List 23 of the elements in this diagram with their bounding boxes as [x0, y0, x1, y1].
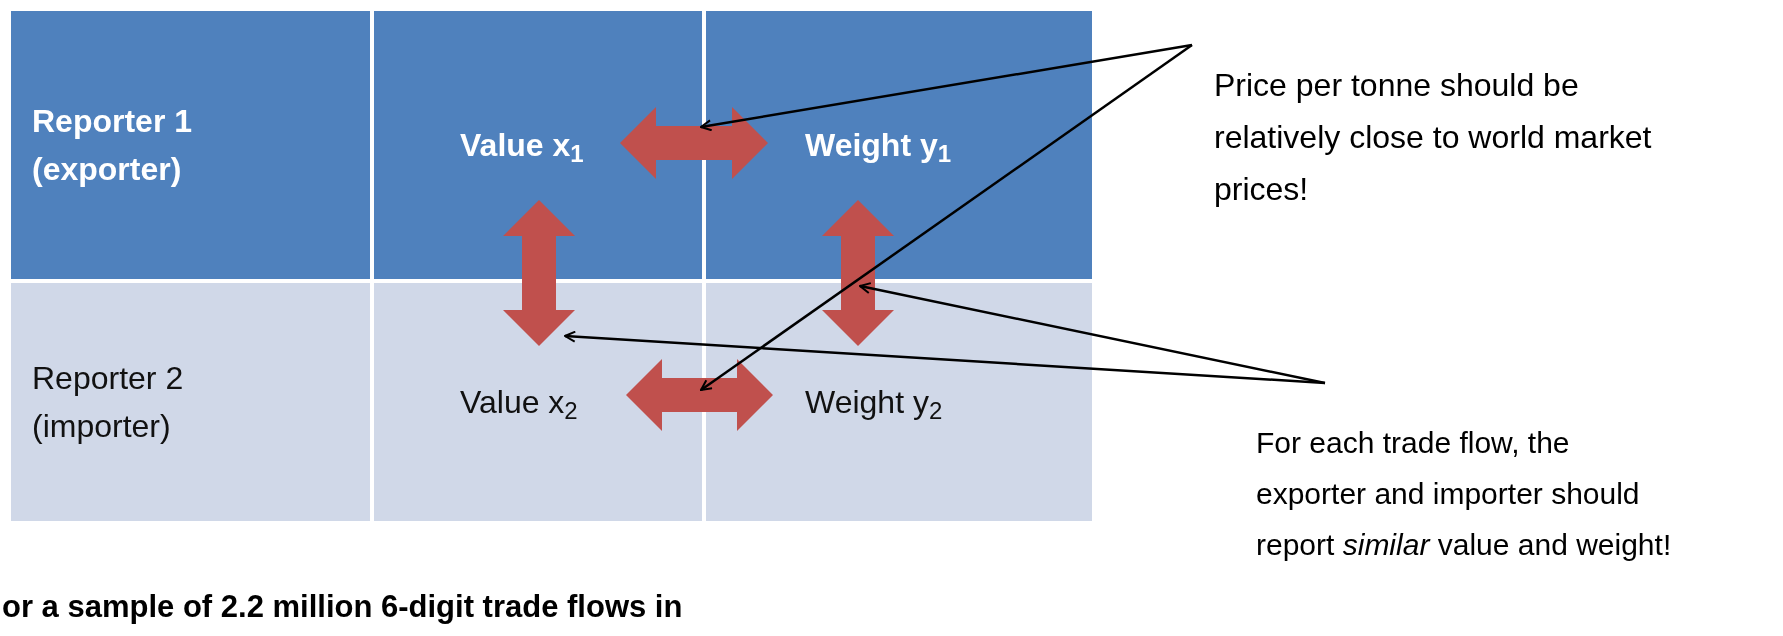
note-text: Price per tonne should be relatively close to world market prices! — [1214, 66, 1653, 209]
double-arrow — [620, 107, 768, 179]
table-cell — [706, 283, 1092, 521]
cell-text: Weight y$_{1}$ — [805, 126, 952, 169]
table-cell — [11, 283, 370, 521]
leader-line — [859, 282, 1326, 385]
table-cell — [374, 283, 702, 521]
cell-text: Reporter 2 (importer) — [32, 359, 185, 446]
table-cell — [706, 11, 1092, 279]
leader-line — [564, 330, 1326, 385]
note-text: For each trade flow, the exporter and importer should report similar value and weight! — [1256, 425, 1673, 563]
table-cell — [374, 11, 702, 279]
leader-line — [700, 43, 1193, 392]
cell-text: Value x$_{1}$ — [460, 126, 584, 169]
double-arrow — [503, 200, 575, 346]
leader-line — [700, 43, 1193, 132]
cell-text: Weight y$_{2}$ — [805, 383, 943, 426]
double-arrow — [626, 359, 773, 431]
cell-text: Reporter 1 (exporter) — [32, 102, 194, 189]
table-cell — [11, 11, 370, 279]
caption-text: or a sample of 2.2 million 6-digit trade flows in — [2, 588, 683, 626]
double-arrow — [822, 200, 894, 346]
cell-text: Value x$_{2}$ — [460, 383, 578, 426]
